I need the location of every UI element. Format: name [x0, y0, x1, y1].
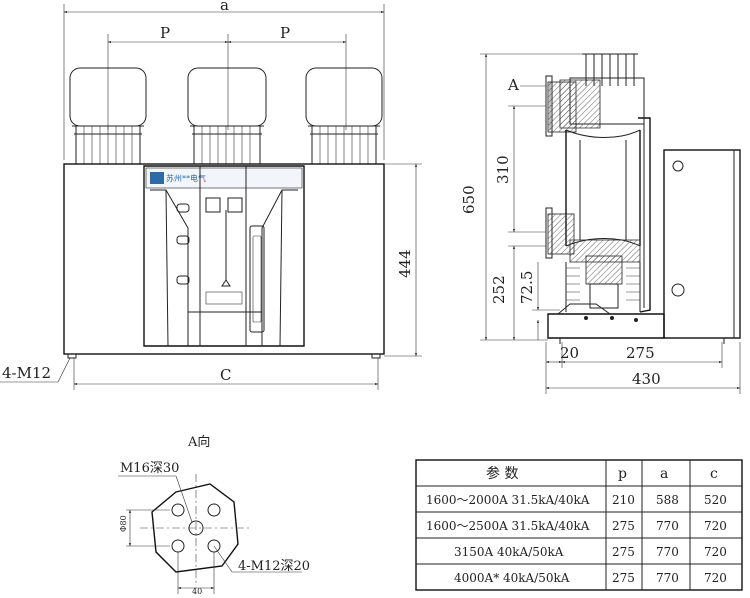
breaker-body: [63, 163, 385, 355]
dim-c-label: C: [220, 366, 231, 384]
detail-view-a: A向 M16深30 4-M12深20 Φ80 40: [118, 434, 310, 596]
dim-275-label: 275: [626, 344, 655, 362]
param-table: 参 数 p a c 1600～2000A 31.5kA/40kA 210 588…: [415, 459, 743, 591]
center-hole: [188, 520, 204, 536]
terminal-flange: [151, 483, 239, 573]
mechanism-box: [663, 149, 741, 339]
pole-left: [69, 67, 147, 164]
dim-650-label: 650: [460, 185, 478, 214]
table-row-1-c: 520: [704, 493, 727, 507]
dim-20-label: 20: [560, 344, 579, 362]
table-row-1-a: 588: [656, 493, 679, 507]
table-row-4-c: 720: [704, 571, 727, 585]
close-button[interactable]: [176, 203, 190, 213]
dim-a-label: a: [220, 0, 229, 14]
m16-label: M16深30: [120, 461, 179, 476]
table-row-2-a: 770: [656, 519, 679, 533]
front-view: a P P: [0, 0, 422, 390]
table-row-4-a: 770: [656, 571, 679, 585]
table-row-3-param: 3150A 40kA/50kA: [454, 545, 564, 559]
dim-72-5-label: 72.5: [518, 271, 536, 304]
table-row-2-c: 720: [704, 519, 727, 533]
table-row-3-a: 770: [656, 545, 679, 559]
table-row-4-param: 4000A* 40kA/50kA: [454, 571, 570, 585]
table-header-param: 参 数: [486, 465, 518, 482]
table-row-2-p: 275: [612, 519, 635, 533]
mount-label: 4-M12: [2, 364, 51, 382]
table-header-p: p: [618, 466, 627, 482]
pole-right: [305, 67, 383, 164]
table-row-3-c: 720: [704, 545, 727, 559]
table-row-1-param: 1600～2000A 31.5kA/40kA: [426, 493, 590, 507]
table-row-2-param: 1600～2500A 31.5kA/40kA: [426, 519, 590, 533]
detail-title: A向: [187, 434, 210, 450]
table-row-3-p: 275: [612, 545, 635, 559]
side-label-a: A: [507, 76, 519, 94]
open-button[interactable]: [176, 235, 190, 245]
dim-p-left-label: P: [160, 24, 170, 42]
dim-p-right-label: P: [280, 24, 290, 42]
table-header-a: a: [660, 466, 668, 482]
dim-40-label: 40: [192, 587, 202, 596]
pole-middle: [187, 67, 267, 164]
indicator: [176, 275, 190, 285]
operating-handle[interactable]: [249, 225, 265, 333]
dim-310-label: 310: [494, 155, 512, 184]
dim-80-label: Φ80: [119, 515, 128, 532]
table-row-1-p: 210: [612, 493, 635, 507]
dim-430-label: 430: [632, 370, 661, 388]
dim-252-label: 252: [490, 275, 508, 304]
m12-label: 4-M12深20: [238, 559, 310, 574]
warning-icon: [221, 279, 231, 287]
control-panel: 苏州**电气: [143, 165, 305, 347]
side-view: A 650 310 252 72.5 20 275 430: [460, 53, 741, 394]
brand-text: 苏州**电气: [166, 173, 206, 183]
table-header-c: c: [710, 466, 718, 482]
table-row-4-p: 275: [612, 571, 635, 585]
dim-444-label: 444: [396, 249, 414, 278]
